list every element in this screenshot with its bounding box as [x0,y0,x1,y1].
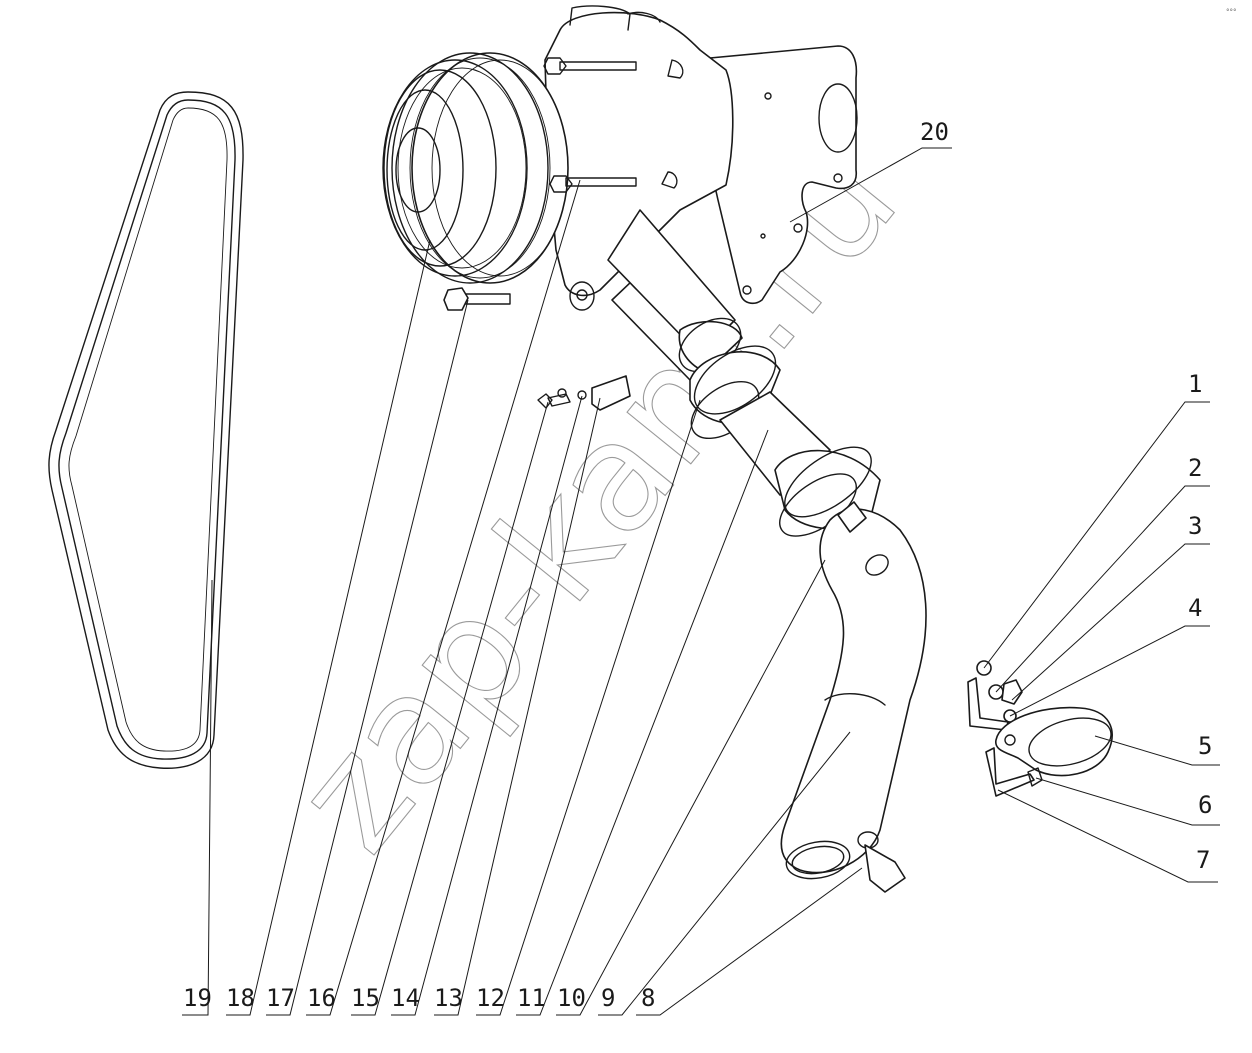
callout-15: 15 [351,984,380,1012]
callout-4: 4 [1188,594,1202,622]
pulley [382,52,569,284]
v-belt [48,91,244,769]
bolt [443,287,511,311]
callout-12: 12 [476,984,505,1012]
callout-19: 19 [183,984,212,1012]
callout-14: 14 [391,984,420,1012]
callout-9: 9 [601,984,615,1012]
callout-8: 8 [641,984,655,1012]
callout-numbers: 19 18 17 16 15 14 13 12 11 10 9 8 1 2 3 … [183,118,1212,1012]
callout-2: 2 [1188,454,1202,482]
callout-5: 5 [1198,732,1212,760]
callout-18: 18 [226,984,255,1012]
callout-7: 7 [1196,846,1210,874]
callout-20: 20 [920,118,949,146]
mounting-plate [699,45,858,305]
clamp-bracket-assembly [967,660,1113,797]
callout-10: 10 [557,984,586,1012]
callout-16: 16 [307,984,336,1012]
studs [543,57,637,193]
callout-3: 3 [1188,512,1202,540]
callout-1: 1 [1188,370,1202,398]
callout-17: 17 [266,984,295,1012]
callout-11: 11 [517,984,546,1012]
callout-6: 6 [1198,791,1212,819]
leader-lines [182,147,1220,1016]
lower-pipe [780,501,927,893]
callout-13: 13 [434,984,463,1012]
small-fasteners [537,375,631,411]
corner-mark: °°° [1226,8,1237,16]
